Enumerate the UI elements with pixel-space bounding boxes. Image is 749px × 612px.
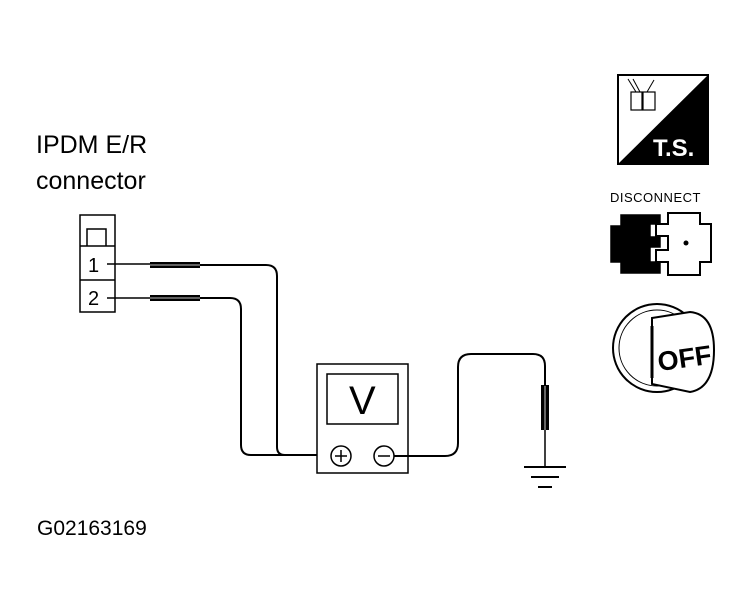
lead-negative bbox=[394, 353, 546, 457]
ts-icon bbox=[617, 74, 709, 165]
disconnect-connector-icon bbox=[610, 212, 712, 276]
connector-title-line1: IPDM E/R bbox=[36, 131, 147, 159]
voltmeter bbox=[316, 363, 409, 474]
probe-2 bbox=[107, 295, 200, 301]
probe-1 bbox=[107, 262, 200, 268]
ts-label: T.S. bbox=[653, 135, 694, 162]
figure-code: G02163169 bbox=[37, 517, 147, 540]
disconnect-label: DISCONNECT bbox=[610, 190, 701, 205]
connector-title-line2: connector bbox=[36, 167, 146, 195]
pin-2-label: 2 bbox=[88, 288, 99, 310]
lead-positive bbox=[200, 264, 332, 456]
lead-positive-2 bbox=[200, 297, 290, 456]
ground-symbol-icon bbox=[524, 466, 566, 488]
ignition-off-label: OFF bbox=[656, 340, 714, 377]
meter-display: V bbox=[349, 379, 376, 423]
ground-probe bbox=[541, 385, 549, 466]
pin-1-label: 1 bbox=[88, 255, 99, 277]
ignition-off-icon bbox=[612, 303, 716, 394]
